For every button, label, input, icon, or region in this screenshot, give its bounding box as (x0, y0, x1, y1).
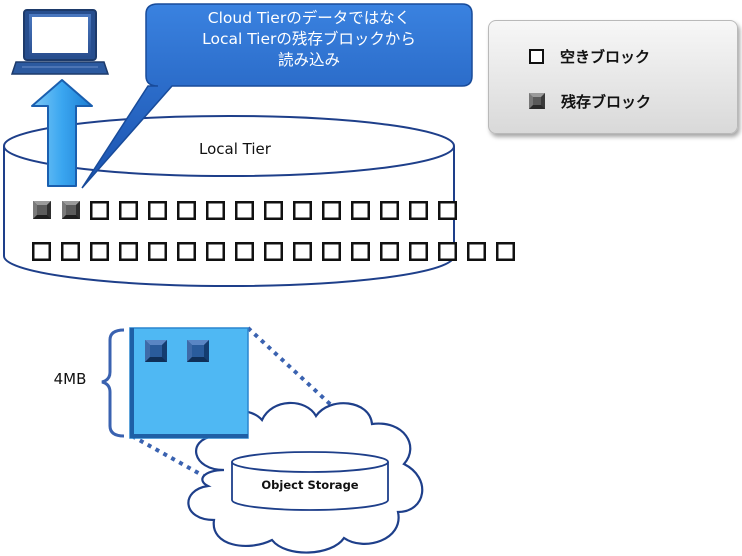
local-tier-empty-block (322, 242, 341, 261)
local-tier-empty-block (90, 201, 109, 220)
local-tier-empty-block (177, 201, 196, 220)
local-tier-empty-block (438, 242, 457, 261)
block-size-label: 4MB (53, 370, 87, 388)
object-residual-block (145, 340, 167, 362)
local-tier-empty-block (293, 242, 312, 261)
legend-residual-label: 残存ブロック (561, 92, 652, 111)
local-tier-empty-block (380, 242, 399, 261)
residual-block-icon (529, 93, 545, 109)
local-tier-cylinder (3, 115, 455, 287)
local-tier-empty-block (235, 242, 254, 261)
local-tier-empty-block (235, 201, 254, 220)
size-bracket (101, 328, 125, 438)
local-tier-empty-block (467, 242, 486, 261)
local-tier-empty-block (409, 201, 428, 220)
local-tier-empty-block (206, 242, 225, 261)
local-tier-residual-block (33, 201, 51, 219)
local-tier-empty-block (409, 242, 428, 261)
local-tier-empty-block (119, 201, 138, 220)
local-tier-empty-block (61, 242, 80, 261)
local-tier-empty-block (177, 242, 196, 261)
empty-block-icon (529, 48, 544, 64)
object-block-residual-blocks (145, 340, 209, 362)
local-tier-empty-block (148, 242, 167, 261)
legend-box: 空きブロック 残存ブロック (488, 20, 738, 134)
local-tier-empty-block (32, 242, 51, 261)
local-tier-empty-block (206, 201, 225, 220)
callout-line-2: Local Tierの残存ブロックから (202, 30, 416, 48)
laptop-icon (10, 9, 110, 75)
local-tier-residual-block (62, 201, 80, 219)
legend-row-empty: 空きブロック (529, 45, 650, 67)
legend-empty-label: 空きブロック (560, 47, 651, 66)
local-tier-empty-block (322, 201, 341, 220)
object-storage-label: Object Storage (261, 478, 359, 492)
local-tier-label: Local Tier (199, 140, 271, 158)
callout-line-3: 読み込み (277, 51, 340, 69)
local-tier-empty-block (351, 242, 370, 261)
local-tier-empty-block (264, 201, 283, 220)
up-arrow-icon (31, 79, 93, 187)
local-tier-empty-block (264, 242, 283, 261)
local-tier-empty-block (380, 201, 399, 220)
callout-text: Cloud Tierのデータではなく Local Tierの残存ブロックから 読… (150, 8, 468, 71)
local-tier-empty-block (438, 201, 457, 220)
local-tier-empty-block (293, 201, 312, 220)
local-tier-empty-block (90, 242, 109, 261)
legend-row-residual: 残存ブロック (529, 90, 651, 112)
callout-line-1: Cloud Tierのデータではなく (207, 9, 411, 27)
local-tier-blocks (32, 201, 515, 261)
object-residual-block (187, 340, 209, 362)
local-tier-empty-block (351, 201, 370, 220)
local-tier-empty-block (119, 242, 138, 261)
callout-bubble (81, 3, 473, 189)
local-tier-empty-block (496, 242, 515, 261)
local-tier-empty-block (148, 201, 167, 220)
object-storage-cylinder (231, 451, 389, 511)
